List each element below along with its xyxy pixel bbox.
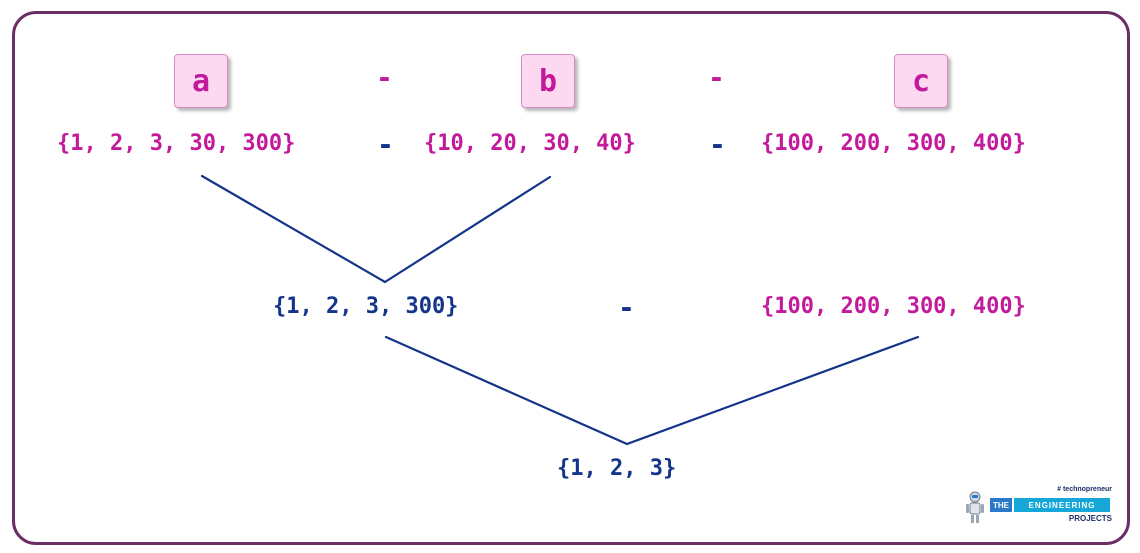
final-result-set: {1, 2, 3} [557, 456, 677, 481]
set-a: {1, 2, 3, 30, 300} [57, 131, 296, 156]
connector-c-to-result [625, 335, 920, 446]
set-c: {100, 200, 300, 400} [761, 131, 1026, 156]
set-b: {10, 20, 30, 40} [424, 131, 636, 156]
operator-minus-top-1: - [376, 61, 393, 94]
connector-a-to-ab [200, 174, 387, 284]
logo-tag: # technopreneur [1057, 486, 1112, 493]
logo-engineering: ENGINEERING [1014, 498, 1110, 512]
connector-ab-to-result [384, 335, 629, 446]
set-c-row2: {100, 200, 300, 400} [761, 294, 1026, 319]
label-c: c [894, 54, 948, 108]
label-b: b [521, 54, 575, 108]
logo-the: THE [990, 498, 1012, 512]
operator-minus-row1-1: - [377, 128, 394, 161]
set-a-minus-b: {1, 2, 3, 300} [273, 294, 459, 319]
label-a: a [174, 54, 228, 108]
operator-minus-row1-2: - [709, 128, 726, 161]
diagram-frame [12, 11, 1130, 545]
operator-minus-top-2: - [708, 61, 725, 94]
robot-icon [966, 491, 984, 523]
logo-projects: PROJECTS [1068, 514, 1112, 523]
operator-minus-row2: - [618, 291, 635, 324]
connector-b-to-ab [383, 175, 552, 284]
engineering-projects-logo: # technopreneur THE ENGINEERING PROJECTS [962, 486, 1122, 526]
